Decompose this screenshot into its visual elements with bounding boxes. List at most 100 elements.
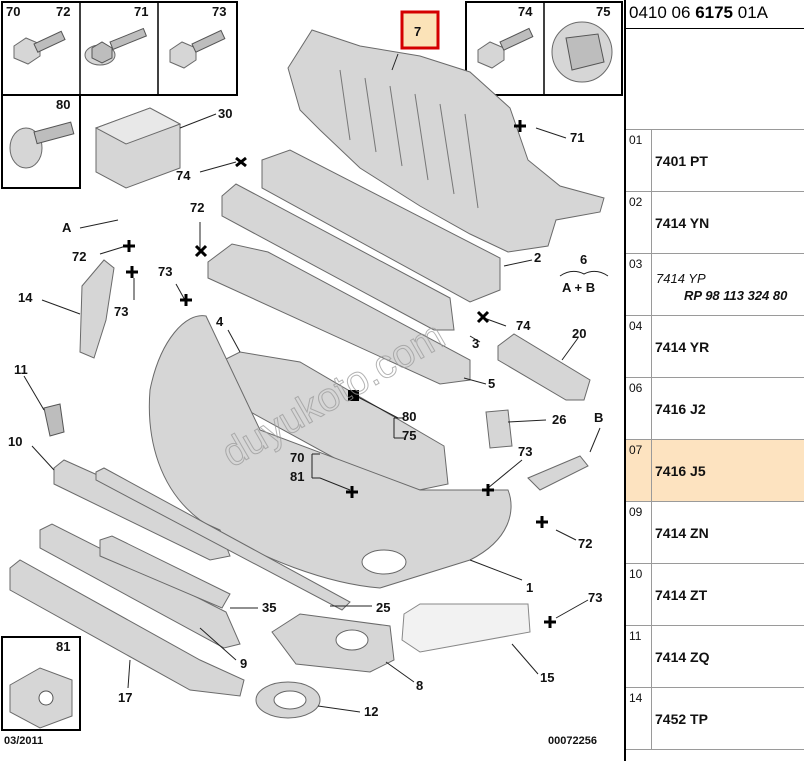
callout-30: 30 <box>218 106 232 121</box>
clip-nut-icon <box>551 21 613 83</box>
inset-label-80: 80 <box>56 97 70 112</box>
row-number: 07 <box>626 440 652 501</box>
screw-icon <box>477 27 534 69</box>
color-note: RP 98 113 324 80 <box>684 288 788 303</box>
color-row: 02 7414 YN <box>626 192 804 254</box>
row-number: 02 <box>626 192 652 253</box>
fog-bezel-12 <box>255 681 321 719</box>
color-row: 11 7414 ZQ <box>626 626 804 688</box>
callout-75: 75 <box>402 428 416 443</box>
fastener-markers <box>123 120 556 628</box>
callout-7: 7 <box>414 24 421 39</box>
callout-72: 72 <box>190 200 204 215</box>
bumper-cover-1 <box>148 315 512 589</box>
color-row: 10 7414 ZT <box>626 564 804 626</box>
spoiler-17 <box>9 559 245 697</box>
callout-B: B <box>594 410 603 425</box>
plus-marker <box>544 616 556 628</box>
screw-icon <box>84 27 148 66</box>
callout-73: 73 <box>518 444 532 459</box>
callout-72: 72 <box>72 249 86 264</box>
color-code: 7452 TP <box>655 711 708 727</box>
parts-diagram: 70 72 71 73 80 74 75 <box>1 1 623 747</box>
row-number: 01 <box>626 130 652 191</box>
callout-25: 25 <box>376 600 390 615</box>
inset-label-81: 81 <box>56 639 70 654</box>
plus-marker <box>346 486 358 498</box>
bracket-icon <box>9 667 73 729</box>
callout-71: 71 <box>570 130 584 145</box>
callout-73: 73 <box>158 264 172 279</box>
callout-1: 1 <box>526 580 533 595</box>
row-number: 14 <box>626 688 652 749</box>
bracket-mark <box>559 270 609 277</box>
color-row: 04 7414 YR <box>626 316 804 378</box>
screw-icon <box>13 30 66 65</box>
callout-A-plus-B: A + B <box>562 280 595 295</box>
callout-17: 17 <box>118 690 132 705</box>
callout-80: 80 <box>402 409 416 424</box>
callout-73: 73 <box>114 304 128 319</box>
cross-marker <box>194 244 208 258</box>
color-code: 7414 YR <box>655 339 710 355</box>
color-row: 14 7452 TP <box>626 688 804 750</box>
reference-suffix: 01A <box>733 3 768 22</box>
color-row: 06 7416 J2 <box>626 378 804 440</box>
diagram-date: 03/2011 <box>4 735 43 747</box>
fog-bracket-8 <box>271 613 395 673</box>
row-number: 06 <box>626 378 652 439</box>
callout-70: 70 <box>290 450 304 465</box>
color-row: 09 7414 ZN <box>626 502 804 564</box>
callout-74: 74 <box>176 168 191 183</box>
reference-prefix: 0410 06 <box>629 3 696 22</box>
side-grille-20 <box>497 333 591 401</box>
color-code: 7414 YP <box>656 271 706 286</box>
fastener-inset-top-left: 70 72 71 73 <box>1 1 238 96</box>
lower-beam-3 <box>221 183 455 331</box>
callout-A: A <box>62 220 72 235</box>
row-number: 04 <box>626 316 652 377</box>
diagram-code: 00072256 <box>548 735 597 747</box>
upper-reinforcement-7 <box>287 29 605 253</box>
color-code: 7414 ZN <box>655 525 709 541</box>
plus-marker <box>180 294 192 306</box>
fastener-inset-81: 81 <box>1 636 81 731</box>
reference-header: 0410 06 6175 01A <box>626 0 804 130</box>
plus-marker <box>514 120 526 132</box>
bracket-B <box>527 455 589 491</box>
color-code: 7416 J2 <box>655 401 706 417</box>
inset-label-72: 72 <box>56 4 70 19</box>
color-code-table: 01 7401 PT 02 7414 YN 03 7414 YP RP 98 1… <box>626 130 804 750</box>
callout-9: 9 <box>240 656 247 671</box>
callout-8: 8 <box>416 678 423 693</box>
inset-label-75: 75 <box>596 4 610 19</box>
plus-marker <box>123 240 135 252</box>
callout-14: 14 <box>18 290 33 305</box>
cross-marker <box>476 310 490 324</box>
color-row: 01 7401 PT <box>626 130 804 192</box>
cross-marker <box>235 156 247 168</box>
absorber-4 <box>207 243 471 385</box>
callout-6: 6 <box>580 252 587 267</box>
callout-20: 20 <box>572 326 586 341</box>
plus-marker <box>482 484 494 496</box>
color-code: 7416 J5 <box>655 463 706 479</box>
inset-label-70: 70 <box>6 4 20 19</box>
reference-panel: 0410 06 6175 01A 01 7401 PT 02 7414 YN 0… <box>624 0 804 761</box>
callout-35: 35 <box>262 600 276 615</box>
callout-26: 26 <box>552 412 566 427</box>
reference-bold: 6175 <box>695 3 734 22</box>
row-number: 10 <box>626 564 652 625</box>
reference-code: 0410 06 6175 01A <box>629 3 768 23</box>
callout-74: 74 <box>516 318 531 333</box>
callout-73: 73 <box>588 590 602 605</box>
row-number: 09 <box>626 502 652 563</box>
grille-insert-35 <box>99 535 231 609</box>
callout-81: 81 <box>290 469 304 484</box>
callout-10: 10 <box>8 434 22 449</box>
lower-grille-9 <box>39 523 241 649</box>
clip-11 <box>43 403 65 437</box>
row-number: 03 <box>626 254 652 315</box>
push-rivet-icon <box>9 121 75 169</box>
lower-grille-10 <box>53 459 231 561</box>
